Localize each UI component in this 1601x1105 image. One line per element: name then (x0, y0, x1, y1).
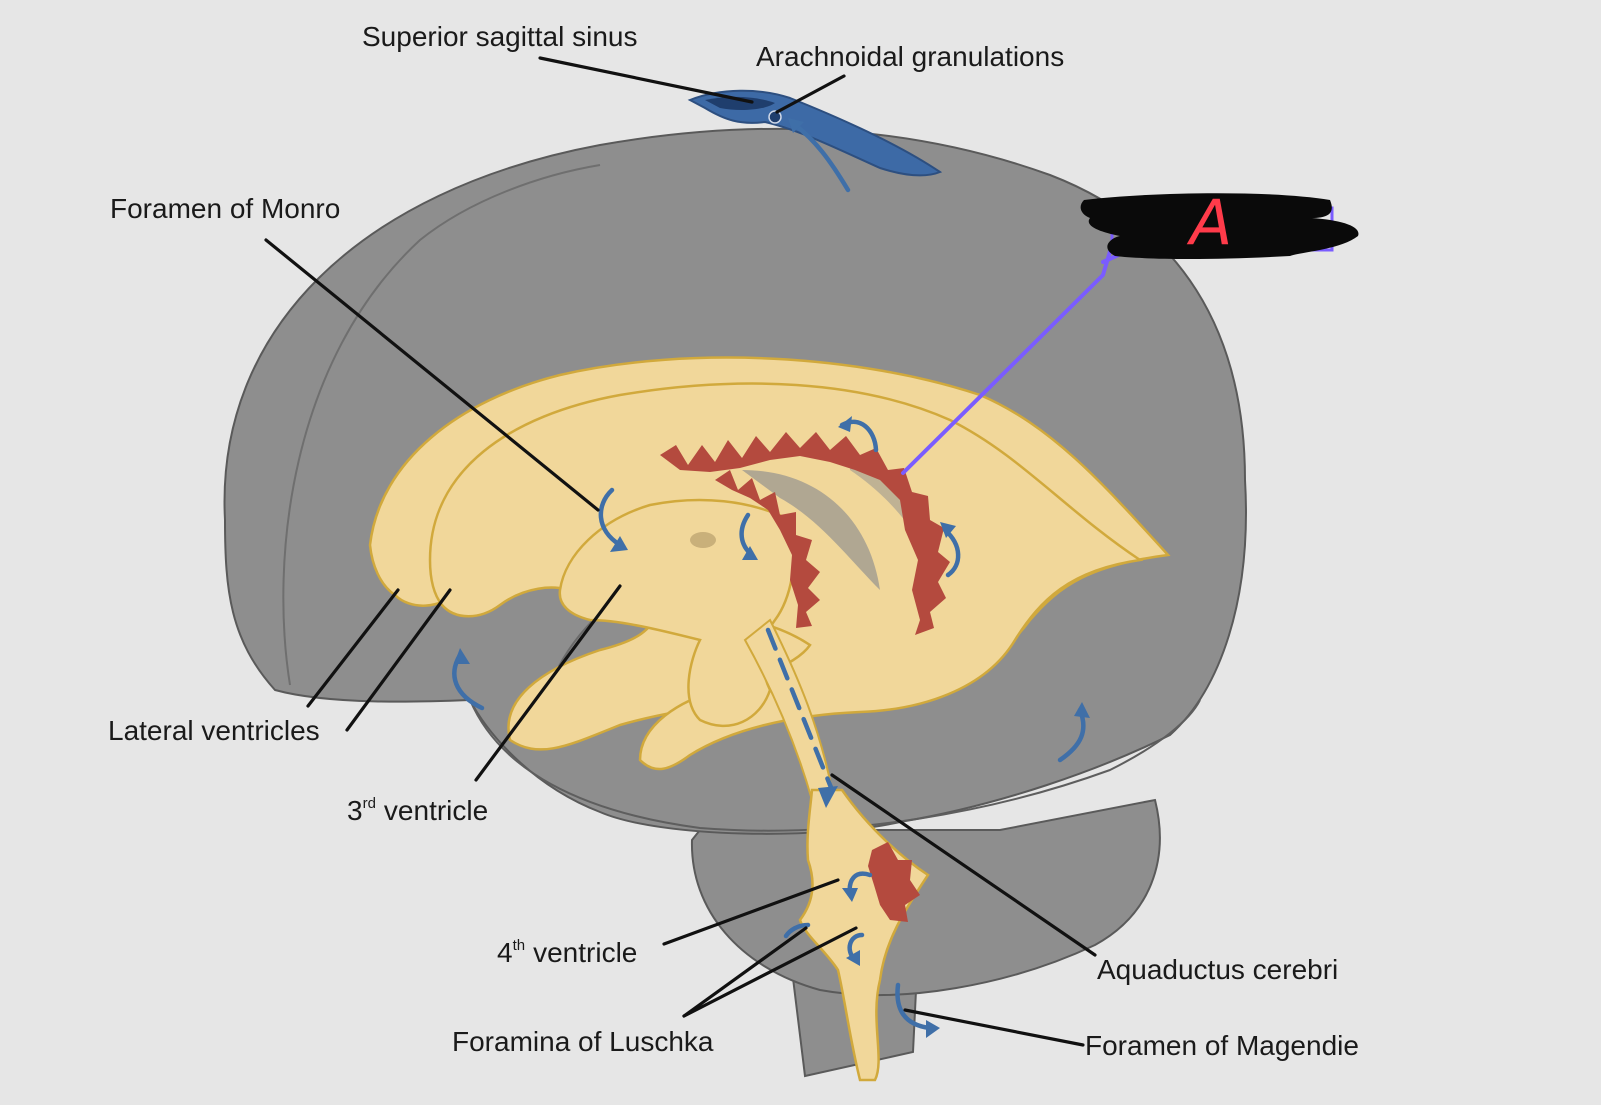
label-aquaductus-cerebri: Aquaductus cerebri (1097, 954, 1338, 985)
label-lateral-ventricles: Lateral ventricles (108, 715, 320, 746)
choroid-plexus-fourth (868, 842, 920, 922)
flow-arrow-magendie (895, 982, 933, 1031)
choroid-plexus (660, 432, 950, 922)
superior-sagittal-sinus (687, 89, 943, 193)
aqueduct-dashed-arrow (765, 627, 835, 793)
thalamus-gap-outer (850, 460, 931, 560)
arachnoid-granulation (768, 110, 782, 124)
leader-aquaductus-cerebri (830, 773, 1097, 957)
flow-arrowhead-fourth (842, 888, 858, 902)
hemisphere-contour (282, 164, 601, 686)
label-foramina-of-luschka: Foramina of Luschka (452, 1026, 714, 1057)
leader-third-ventricle (474, 584, 622, 782)
leader-foramen-of-monro (264, 238, 600, 512)
leader-luschka-2 (682, 926, 858, 1018)
redaction-scribble (1080, 193, 1359, 259)
marker-leader (901, 246, 1113, 475)
choroid-plexus-inner (715, 470, 820, 628)
leader-luschka-1 (682, 926, 808, 1018)
sinus-flow-arrow (792, 122, 851, 193)
leader-lateral-ventricles-2 (345, 588, 452, 732)
flow-arrow-monro (598, 487, 623, 548)
csf-flow-arrows (452, 416, 1090, 1038)
flow-arrowhead-luschka (846, 950, 860, 966)
sinus-lumen (705, 96, 775, 111)
label-superior-sagittal-sinus: Superior sagittal sinus (362, 21, 637, 52)
flow-arrowhead-top (838, 416, 852, 432)
aqueduct-arrowhead (818, 786, 838, 808)
choroid-plexus-outer (660, 432, 950, 635)
sinus-body (687, 89, 943, 177)
leader-fourth-ventricle (662, 878, 840, 946)
fourth-ventricle-number: 4 (497, 937, 513, 968)
interthalamic-adhesion (690, 532, 716, 548)
flow-arrowhead-monro (610, 536, 628, 552)
leader-lines (264, 56, 1097, 1047)
flow-arrowhead-frontal (454, 648, 470, 664)
thalamus-gap (742, 470, 880, 590)
label-fourth-ventricle: 4th ventricle (497, 937, 637, 968)
flow-arrowhead-magendie (926, 1020, 940, 1038)
third-ventricle-name: ventricle (384, 795, 488, 826)
fourth-ventricle-name: ventricle (533, 937, 637, 968)
label-foramen-of-monro: Foramen of Monro (110, 193, 340, 224)
label-foramen-of-magendie: Foramen of Magendie (1085, 1030, 1359, 1061)
label-arachnoidal-granulations: Arachnoidal granulations (756, 41, 1064, 72)
flow-arrow-luschka-side (783, 922, 811, 939)
ventricular-system (368, 356, 1171, 1082)
leader-arachnoidal-granulations (775, 74, 846, 114)
leader-foramen-of-magendie (903, 1008, 1085, 1047)
labels: Superior sagittal sinus Arachnoidal gran… (108, 21, 1359, 1061)
sinus-flow-arrowhead (788, 118, 804, 133)
third-ventricle-suffix: rd (363, 795, 376, 812)
third-ventricle-number: 3 (347, 795, 363, 826)
marker-letter: A (1186, 186, 1232, 259)
leader-lateral-ventricles-1 (306, 588, 400, 708)
flow-arrowhead-third (742, 546, 758, 560)
flow-arrowhead-occipital (1074, 702, 1090, 718)
fourth-ventricle-suffix: th (513, 937, 526, 954)
label-third-ventricle: 3rd ventricle (347, 795, 488, 826)
leader-superior-sagittal-sinus (538, 56, 754, 104)
annotation: A (901, 186, 1359, 475)
flow-arrowhead-right (940, 522, 956, 538)
